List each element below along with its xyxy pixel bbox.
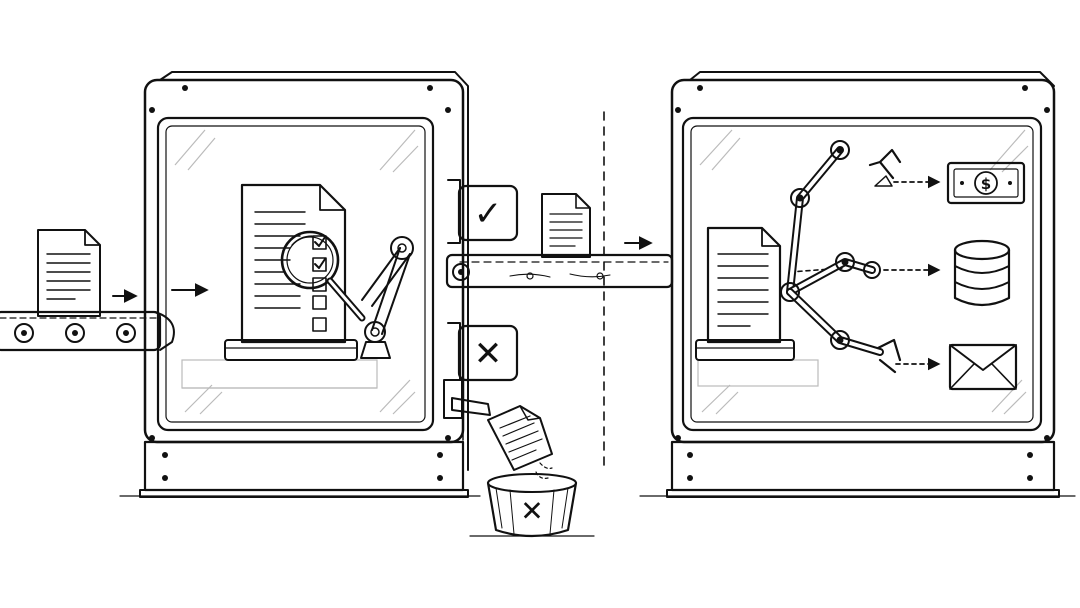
trash-x-icon: ✕ bbox=[520, 495, 543, 528]
processing-machine bbox=[639, 71, 1076, 498]
incoming-document-icon bbox=[37, 229, 101, 317]
inspection-robot-arm bbox=[360, 236, 414, 359]
reject-chute bbox=[451, 397, 491, 416]
envelope-icon bbox=[948, 343, 1018, 391]
reject-badge: ✕ bbox=[457, 324, 519, 382]
checkmark-icon: ✓ bbox=[474, 194, 503, 234]
processed-document-icon bbox=[695, 226, 795, 361]
routing-robot-arm bbox=[780, 140, 902, 374]
inspection-machine bbox=[119, 71, 481, 498]
database-icon bbox=[953, 239, 1011, 307]
accept-badge: ✓ bbox=[457, 184, 519, 242]
transfer-conveyor bbox=[445, 253, 674, 289]
dollar-sign-icon: $ bbox=[981, 175, 991, 193]
magnifying-glass-icon bbox=[280, 230, 366, 322]
input-conveyor bbox=[0, 310, 175, 352]
cross-icon: ✕ bbox=[474, 334, 503, 374]
money-icon: $ bbox=[946, 161, 1026, 205]
accepted-document-icon bbox=[541, 193, 591, 258]
reject-bin: ✕ bbox=[469, 473, 595, 538]
inspected-document-icon bbox=[224, 183, 358, 361]
rejected-document-icon bbox=[487, 405, 553, 479]
